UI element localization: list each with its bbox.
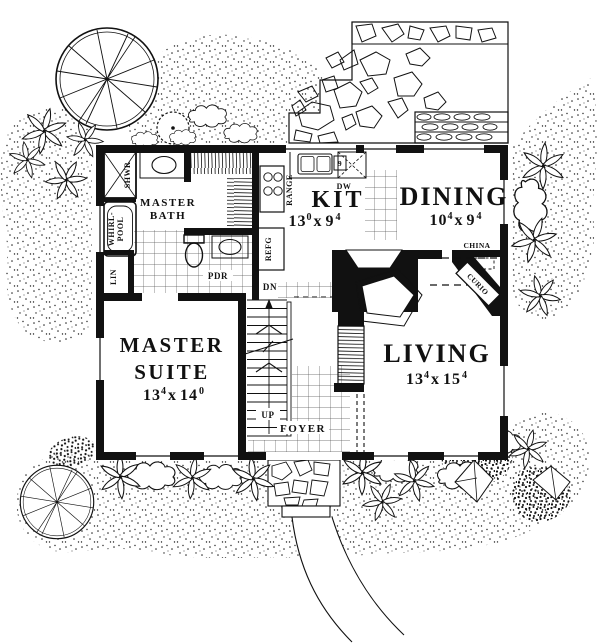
powder-sink <box>218 238 242 256</box>
whirlpool-tub <box>103 201 137 257</box>
toilet-bowl <box>184 242 204 268</box>
shower <box>103 151 137 199</box>
kitchen-label: KIT <box>311 187 364 213</box>
refrigerator-label: REFG <box>264 237 273 261</box>
curio-cabinet: CURIO <box>455 261 501 307</box>
sink-tag-box <box>333 155 347 171</box>
bath-sink <box>151 155 177 175</box>
shower-label: SHWR <box>123 162 132 188</box>
stair-rail <box>286 301 292 437</box>
range-label: RANGE <box>285 174 294 205</box>
pdr-label-bg <box>203 270 233 281</box>
stairs-down-label: DN <box>263 282 277 292</box>
windows <box>96 145 508 460</box>
stoop-flagstones <box>271 459 331 507</box>
bottom-left-tree <box>19 464 95 540</box>
master-suite-label-2: SUITE <box>134 360 210 384</box>
chimney-hatch <box>337 325 365 385</box>
bath-fixtures <box>103 151 252 268</box>
stair-arrow <box>265 299 273 309</box>
kitchen-fixtures <box>257 151 367 271</box>
entry-walkway <box>267 459 405 643</box>
stairs-up-label: UP <box>261 410 274 420</box>
stone-wall <box>414 111 509 144</box>
patio-flagstone <box>288 21 509 144</box>
kitchen-sink <box>297 153 333 175</box>
vanity <box>139 151 189 179</box>
corner-cabinet <box>337 151 367 179</box>
house: CURIO <box>96 145 508 460</box>
whirlpool-label-1: WHIRL- <box>107 212 116 246</box>
rocks <box>454 459 571 503</box>
china-cabinet-outline <box>457 257 495 270</box>
powder-vanity <box>211 235 249 259</box>
sink-tag: 9 <box>338 159 342 168</box>
foyer-label: FOYER <box>280 423 326 435</box>
china-label: CHINA <box>463 241 490 250</box>
fireplace <box>332 249 423 385</box>
dining-label: DINING <box>400 182 509 211</box>
range <box>259 165 285 213</box>
foyer-label-bg <box>277 421 329 434</box>
linen-label: LIN <box>109 269 118 285</box>
closet-rod-side <box>227 178 252 228</box>
large-tree <box>55 27 159 131</box>
dishwasher-label: DW <box>337 182 352 191</box>
staircase <box>244 299 294 437</box>
powder-room-label: PDR <box>208 271 228 281</box>
master-bath-label-1: MASTER <box>140 197 196 209</box>
whirlpool-label-2: POOL <box>116 217 125 242</box>
landscape <box>0 21 597 643</box>
living-label: LIVING <box>383 339 490 368</box>
tile-floors <box>134 170 397 452</box>
refrigerator <box>257 227 285 271</box>
closet-rod <box>191 152 252 174</box>
dashed-lines <box>294 257 500 452</box>
master-suite-label-1: MASTER <box>120 333 225 357</box>
master-bath-label-2: BATH <box>150 210 186 222</box>
